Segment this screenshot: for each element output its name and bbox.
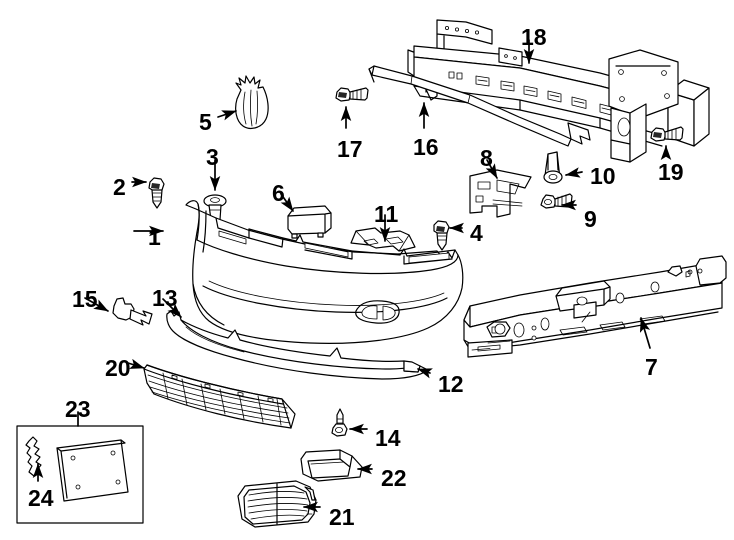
callout-20[interactable]: 20 bbox=[105, 355, 131, 381]
leader-8 bbox=[485, 159, 498, 179]
callout-10[interactable]: 10 bbox=[590, 163, 616, 189]
part-fog-lamp-grille-insert bbox=[237, 480, 317, 528]
part-energy-absorber bbox=[463, 255, 727, 358]
part-hardware-kit-pouch bbox=[235, 75, 269, 129]
leader-12 bbox=[417, 368, 433, 379]
part-hex-flange-bolt-2 bbox=[148, 177, 165, 209]
callout-11[interactable]: 11 bbox=[374, 201, 399, 227]
callout-2[interactable]: 2 bbox=[113, 174, 126, 200]
leader-20 bbox=[127, 358, 145, 369]
callout-24[interactable]: 24 bbox=[28, 485, 54, 511]
callout-23[interactable]: 23 bbox=[65, 396, 91, 422]
part-tapping-screw-9 bbox=[540, 193, 573, 209]
callout-16[interactable]: 16 bbox=[413, 134, 439, 160]
callout-17[interactable]: 17 bbox=[337, 136, 363, 162]
leader-6 bbox=[280, 193, 294, 212]
part-control-module bbox=[287, 205, 332, 239]
callout-22[interactable]: 22 bbox=[381, 465, 407, 491]
part-hex-flange-bolt-4 bbox=[433, 220, 450, 251]
callout-7[interactable]: 7 bbox=[645, 354, 658, 380]
part-side-mounting-bracket bbox=[469, 169, 532, 218]
part-fog-lamp-bezel bbox=[300, 449, 363, 482]
callout-15[interactable]: 15 bbox=[72, 286, 98, 312]
callout-1[interactable]: 1 bbox=[148, 224, 161, 250]
callout-19[interactable]: 19 bbox=[658, 159, 684, 185]
callout-14[interactable]: 14 bbox=[375, 425, 401, 451]
callout-21[interactable]: 21 bbox=[329, 504, 355, 530]
part-license-bracket-support bbox=[350, 227, 416, 252]
callout-6[interactable]: 6 bbox=[272, 180, 285, 206]
leader-10 bbox=[565, 167, 583, 178]
callout-8[interactable]: 8 bbox=[480, 145, 493, 171]
leader-15 bbox=[84, 297, 109, 312]
part-tow-eye-cover-cap bbox=[112, 297, 153, 326]
part-front-bumper-cover bbox=[185, 200, 464, 344]
part-valance-clip bbox=[403, 360, 421, 373]
callout-5[interactable]: 5 bbox=[199, 109, 212, 135]
part-tapping-screw-14 bbox=[331, 408, 348, 437]
callout-3[interactable]: 3 bbox=[206, 144, 219, 170]
leader-13 bbox=[162, 298, 182, 318]
callout-18[interactable]: 18 bbox=[521, 24, 547, 50]
callout-13[interactable]: 13 bbox=[152, 285, 178, 311]
part-upper-reinforcement-strip bbox=[368, 65, 591, 147]
callout-leaders bbox=[32, 39, 672, 513]
part-hex-bolt-19 bbox=[650, 126, 684, 142]
part-lower-grille bbox=[143, 364, 296, 429]
part-flange-bolt-10 bbox=[543, 151, 563, 184]
callout-9[interactable]: 9 bbox=[584, 206, 597, 232]
leader-5 bbox=[217, 110, 237, 121]
callout-12[interactable]: 12 bbox=[438, 371, 464, 397]
leader-7 bbox=[639, 317, 651, 349]
part-hex-bolt-17 bbox=[335, 87, 369, 102]
callout-4[interactable]: 4 bbox=[470, 220, 483, 246]
